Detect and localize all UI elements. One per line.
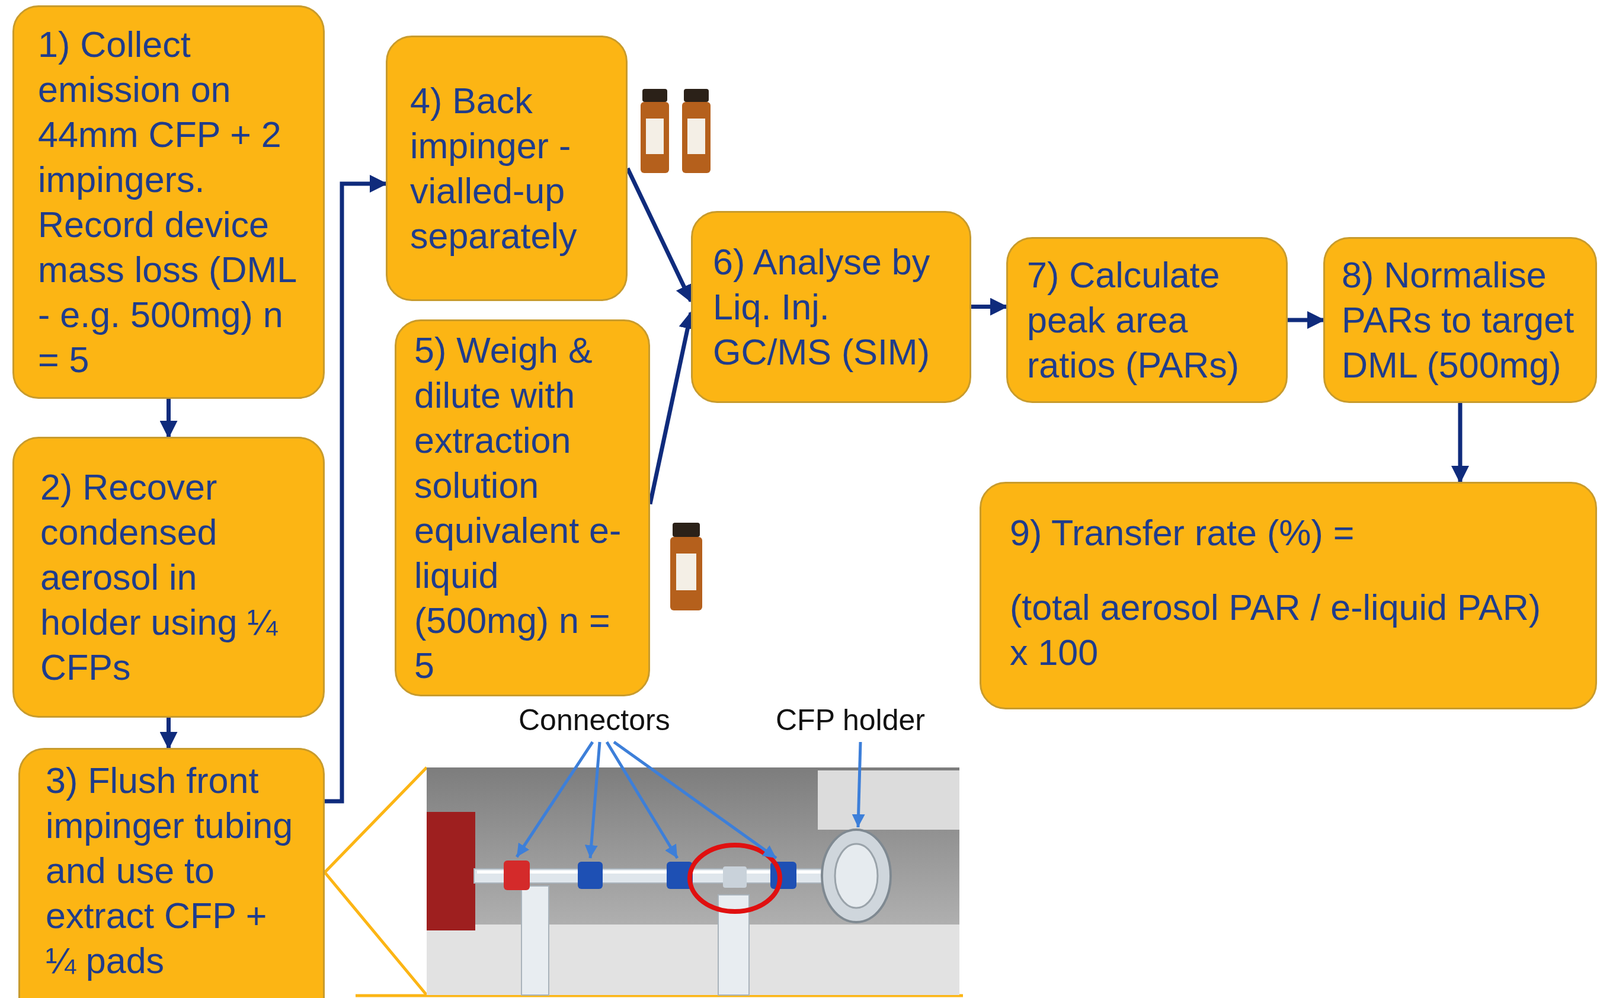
callout-line <box>324 872 427 995</box>
vial-cap <box>642 88 668 102</box>
step-text: 2) Recover condensed aerosol in holder u… <box>40 464 297 690</box>
highlight-circle <box>689 845 780 912</box>
leader-line <box>606 741 678 859</box>
blue-connector <box>577 861 603 889</box>
apparatus-photo <box>426 741 960 995</box>
flow-arrow <box>1458 402 1463 482</box>
leader-line <box>590 741 600 859</box>
process-box: 3) Flush front impinger tubing and use t… <box>18 747 325 998</box>
impinger-neck <box>521 885 549 995</box>
step-text: 4) Back impinger - vialled-up separately <box>410 78 604 259</box>
step-text: 9) Transfer rate (%) = <box>1009 510 1567 556</box>
bench-equipment <box>817 770 960 830</box>
step-text: 1) Collect emission on 44mm CFP + 2 impi… <box>37 21 300 383</box>
flow-arrow <box>166 398 171 437</box>
flow-arrow <box>971 304 1007 309</box>
process-box: 5) Weigh & dilute with extraction soluti… <box>394 319 651 697</box>
process-box: 2) Recover condensed aerosol in holder u… <box>12 436 325 718</box>
vial-label <box>645 118 664 155</box>
flow-arrow <box>627 168 691 302</box>
vial-label <box>687 118 706 155</box>
photo-background <box>426 767 960 995</box>
formula-text: (total aerosol PAR / e-liquid PAR) x 100 <box>1009 584 1567 675</box>
process-box: 8) Normalise PARs to target DML (500mg) <box>1323 237 1598 403</box>
process-box: 7) Calculate peak area ratios (PARs) <box>1006 237 1288 403</box>
vial-label <box>676 553 697 591</box>
vial-cap <box>683 88 709 102</box>
red-connector <box>503 860 530 891</box>
step-text: 7) Calculate peak area ratios (PARs) <box>1026 252 1267 388</box>
step-text: 3) Flush front impinger tubing and use t… <box>45 757 298 984</box>
step-text: 6) Analyse by Liq. Inj. GC/MS (SIM) <box>712 239 950 375</box>
vial-body <box>682 101 711 174</box>
vial-body <box>670 536 703 611</box>
process-box: 4) Back impinger - vialled-up separately <box>385 35 628 302</box>
flow-arrow <box>1287 318 1324 323</box>
cfp-holder <box>821 829 891 923</box>
cfp-holder-window <box>834 843 878 908</box>
leader-line <box>516 741 593 857</box>
bench-surface <box>426 924 960 995</box>
smoking-machine <box>426 811 476 931</box>
glass-joint <box>722 866 747 888</box>
step-text: 5) Weigh & dilute with extraction soluti… <box>414 327 631 688</box>
leader-line <box>613 741 777 859</box>
flow-arrow <box>166 717 171 748</box>
vial-body <box>640 101 670 174</box>
vial-cap <box>672 522 700 537</box>
part-label: CFP holder <box>775 702 926 738</box>
process-box: 6) Analyse by Liq. Inj. GC/MS (SIM) <box>690 210 972 403</box>
leader-line <box>858 741 861 828</box>
process-box: 1) Collect emission on 44mm CFP + 2 impi… <box>12 5 325 399</box>
process-box: 9) Transfer rate (%) = (total aerosol PAR… <box>979 481 1598 710</box>
step-text: 8) Normalise PARs to target DML (500mg) <box>1341 252 1579 388</box>
flow-arrow <box>650 312 691 505</box>
part-label: Connectors <box>518 702 671 738</box>
flow-arrow <box>324 183 386 802</box>
